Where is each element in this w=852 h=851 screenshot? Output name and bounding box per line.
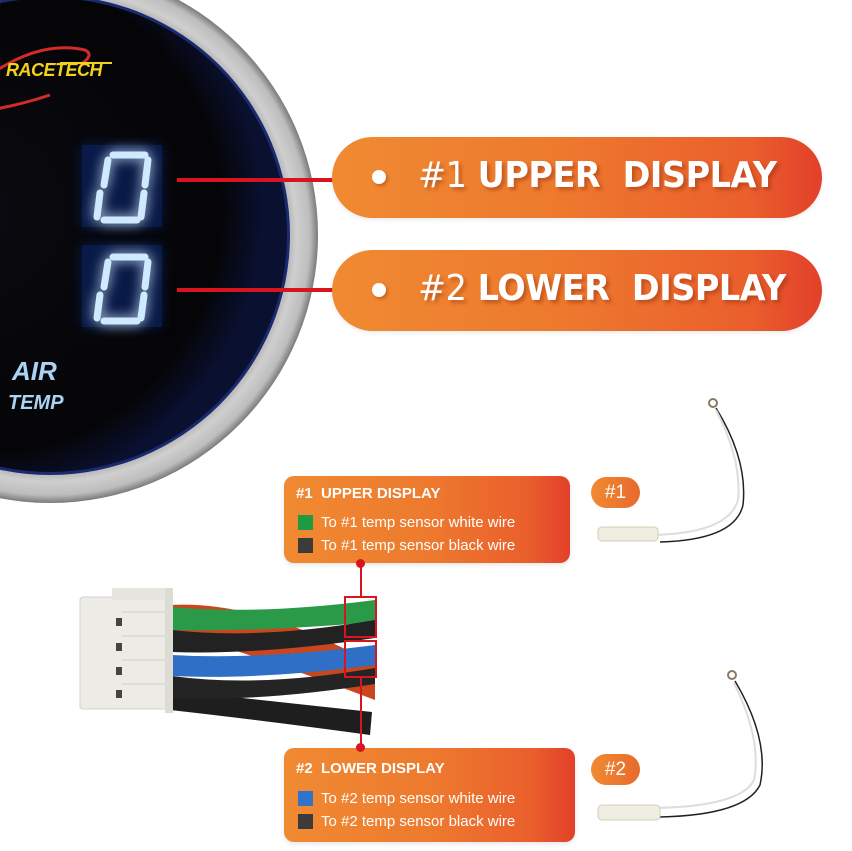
lower-display-leader-line bbox=[177, 288, 382, 292]
lower-display-callout: #2 LOWER DISPLAY bbox=[332, 250, 822, 331]
blue-wire bbox=[172, 645, 375, 677]
brand-swoosh-icon bbox=[0, 46, 91, 71]
temp-sensor-1 bbox=[597, 398, 745, 543]
gauge-label-air: AIR bbox=[12, 356, 57, 386]
upper-connector-line bbox=[360, 563, 362, 596]
lower-wire-pair-highlight bbox=[344, 640, 377, 678]
lower-display-wiring-card: #2 LOWER DISPLAY To #2 temp sensor white… bbox=[284, 748, 575, 842]
gauge-face bbox=[0, 0, 287, 472]
wire-legend-text: To #2 temp sensor white wire bbox=[321, 789, 516, 807]
black-wire-swatch bbox=[298, 813, 313, 829]
upper-display-wiring-card: #1 UPPER DISPLAY To #1 temp sensor white… bbox=[284, 476, 570, 563]
sensor-tag-1: #1 bbox=[591, 477, 640, 508]
callout-dot-icon bbox=[372, 283, 386, 297]
wire-legend-row: To #2 temp sensor black wire bbox=[298, 812, 515, 830]
callout-number: #1 bbox=[418, 155, 467, 196]
sensor-tag-2: #2 bbox=[591, 754, 640, 785]
blue-wire-swatch bbox=[298, 790, 313, 806]
callout-label: UPPER DISPLAY bbox=[477, 155, 777, 196]
lower-connector-dot bbox=[356, 743, 365, 752]
wire-legend-row: To #2 temp sensor white wire bbox=[298, 789, 515, 807]
wire-legend-row: To #1 temp sensor white wire bbox=[298, 513, 515, 531]
connector-housing bbox=[79, 596, 173, 710]
green-wire-swatch bbox=[298, 514, 313, 530]
callout-label: LOWER DISPLAY bbox=[477, 268, 787, 309]
temp-sensor-2 bbox=[597, 670, 763, 821]
upper-display-callout: #1 UPPER DISPLAY bbox=[332, 137, 822, 218]
black-wire-1 bbox=[172, 620, 375, 653]
black-wire-bottom bbox=[170, 690, 372, 735]
lower-connector-line bbox=[360, 678, 362, 746]
green-wire bbox=[172, 600, 375, 631]
wire-legend-row: To #1 temp sensor black wire bbox=[298, 536, 515, 554]
callout-dot-icon bbox=[372, 170, 386, 184]
upper-wire-pair-highlight bbox=[344, 596, 377, 638]
wire-legend-text: To #1 temp sensor black wire bbox=[321, 536, 516, 554]
brand-logo-text: RACETECH bbox=[6, 60, 103, 80]
wire-legend-text: To #2 temp sensor black wire bbox=[321, 812, 516, 830]
callout-number: #2 bbox=[418, 268, 467, 309]
black-wire-swatch bbox=[298, 537, 313, 553]
upper-display-leader-line bbox=[177, 178, 382, 182]
card-title: #2 LOWER DISPLAY bbox=[296, 760, 445, 777]
wire-legend-text: To #1 temp sensor white wire bbox=[321, 513, 516, 531]
lower-seven-segment-digit bbox=[93, 253, 152, 325]
gauge-label-temp: TEMP bbox=[8, 392, 64, 414]
brand-logo: RACETECH bbox=[6, 60, 103, 81]
black-wire-2 bbox=[172, 668, 375, 699]
card-title: #1 UPPER DISPLAY bbox=[296, 485, 441, 502]
upper-seven-segment-digit bbox=[93, 151, 152, 224]
